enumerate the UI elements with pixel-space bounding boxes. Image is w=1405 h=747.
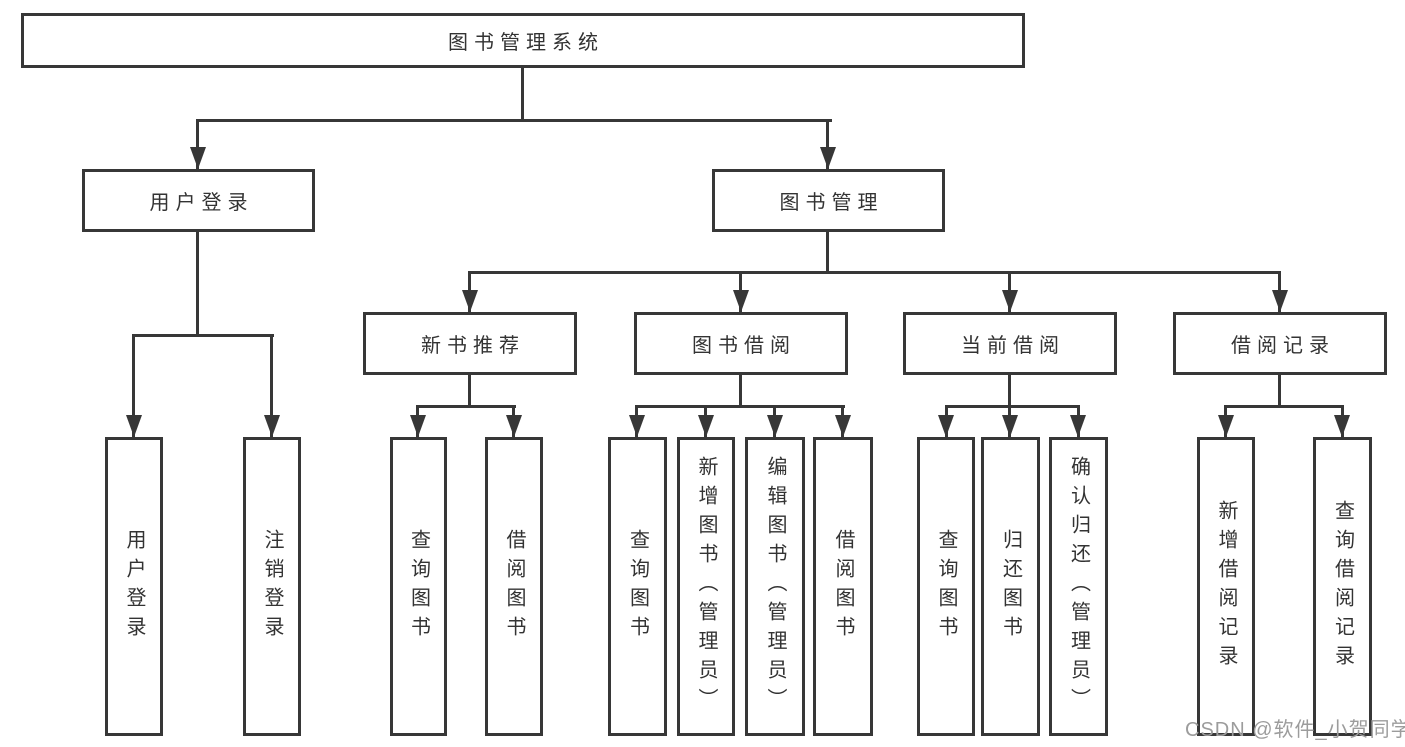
node-root: 图书管理系统: [21, 13, 1025, 68]
arrowhead-icon: [126, 415, 142, 437]
connector-line: [635, 405, 845, 408]
leaf-query-books-current: 查询图书: [917, 437, 975, 736]
arrowhead-icon: [698, 415, 714, 437]
node-book-management-label: 图书管理: [779, 192, 884, 214]
leaf-add-borrow-record: 新增借阅记录: [1197, 437, 1255, 736]
leaf-logout: 注销登录: [243, 437, 301, 736]
arrowhead-icon: [264, 415, 280, 437]
leaf-borrow-books: 借阅图书: [813, 437, 873, 736]
connector-line: [826, 232, 829, 273]
leaf-user-login: 用户登录: [105, 437, 163, 736]
leaf-add-books-admin: 新增图书（管理员）: [677, 437, 735, 736]
leaf-query-books-recommend-label: 查询图书: [407, 528, 430, 645]
connector-line: [1008, 375, 1011, 407]
leaf-query-borrow-record: 查询借阅记录: [1313, 437, 1372, 736]
node-book-borrowing-label: 图书借阅: [692, 335, 796, 357]
node-book-borrowing: 图书借阅: [634, 312, 848, 375]
arrowhead-icon: [733, 290, 749, 312]
arrowhead-icon: [410, 415, 426, 437]
connector-line: [521, 68, 524, 121]
node-new-book-recommendation-label: 新书推荐: [421, 335, 525, 357]
node-current-borrowing: 当前借阅: [903, 312, 1117, 375]
arrowhead-icon: [767, 415, 783, 437]
leaf-query-books-recommend: 查询图书: [390, 437, 447, 736]
arrowhead-icon: [820, 147, 836, 169]
leaf-query-borrow-record-label: 查询借阅记录: [1331, 499, 1354, 674]
node-book-management: 图书管理: [712, 169, 945, 232]
connector-line: [196, 119, 199, 169]
connector-line: [132, 334, 274, 337]
connector-line: [1278, 375, 1281, 407]
connector-line: [1224, 405, 1344, 408]
arrowhead-icon: [190, 147, 206, 169]
leaf-edit-books-admin-label: 编辑图书（管理员）: [764, 456, 786, 717]
leaf-logout-label: 注销登录: [261, 528, 283, 645]
arrowhead-icon: [629, 415, 645, 437]
connector-line: [196, 232, 199, 337]
arrowhead-icon: [1070, 415, 1086, 437]
arrowhead-icon: [506, 415, 522, 437]
leaf-query-books-borrow-label: 查询图书: [626, 528, 649, 645]
node-new-book-recommendation: 新书推荐: [363, 312, 577, 375]
arrowhead-icon: [1002, 290, 1018, 312]
arrowhead-icon: [938, 415, 954, 437]
leaf-add-borrow-record-label: 新增借阅记录: [1215, 499, 1237, 674]
node-borrowing-records: 借阅记录: [1173, 312, 1387, 375]
leaf-return-books-label: 归还图书: [999, 528, 1022, 645]
connector-line: [132, 334, 135, 437]
arrowhead-icon: [1002, 415, 1018, 437]
arrowhead-icon: [835, 415, 851, 437]
arrowhead-icon: [1334, 415, 1350, 437]
leaf-add-books-admin-label: 新增图书（管理员）: [695, 456, 717, 717]
connector-line: [826, 119, 829, 169]
arrowhead-icon: [462, 290, 478, 312]
leaf-borrow-books-label: 借阅图书: [832, 528, 854, 645]
leaf-user-login-label: 用户登录: [123, 528, 145, 645]
leaf-edit-books-admin: 编辑图书（管理员）: [745, 437, 805, 736]
connector-line: [945, 405, 1080, 408]
arrowhead-icon: [1218, 415, 1234, 437]
leaf-query-books-current-label: 查询图书: [935, 528, 957, 645]
watermark: CSDN @软件_小贺同学: [1185, 719, 1405, 741]
leaf-query-books-borrow: 查询图书: [608, 437, 667, 736]
leaf-return-books: 归还图书: [981, 437, 1040, 736]
node-current-borrowing-label: 当前借阅: [961, 335, 1065, 357]
leaf-borrow-books-recommend-label: 借阅图书: [503, 528, 525, 645]
leaf-confirm-return-admin: 确认归还（管理员）: [1049, 437, 1108, 736]
connector-line: [416, 405, 516, 408]
connector-line: [270, 334, 273, 437]
arrowhead-icon: [1272, 290, 1288, 312]
node-root-label: 图书管理系统: [448, 32, 604, 54]
connector-line: [468, 271, 1281, 274]
connector-line: [739, 375, 742, 407]
node-user-login: 用户登录: [82, 169, 315, 232]
node-borrowing-records-label: 借阅记录: [1231, 335, 1335, 357]
leaf-confirm-return-admin-label: 确认归还（管理员）: [1067, 456, 1090, 717]
connector-line: [468, 375, 471, 407]
node-user-login-label: 用户登录: [149, 192, 254, 214]
leaf-borrow-books-recommend: 借阅图书: [485, 437, 543, 736]
connector-line: [196, 119, 832, 122]
